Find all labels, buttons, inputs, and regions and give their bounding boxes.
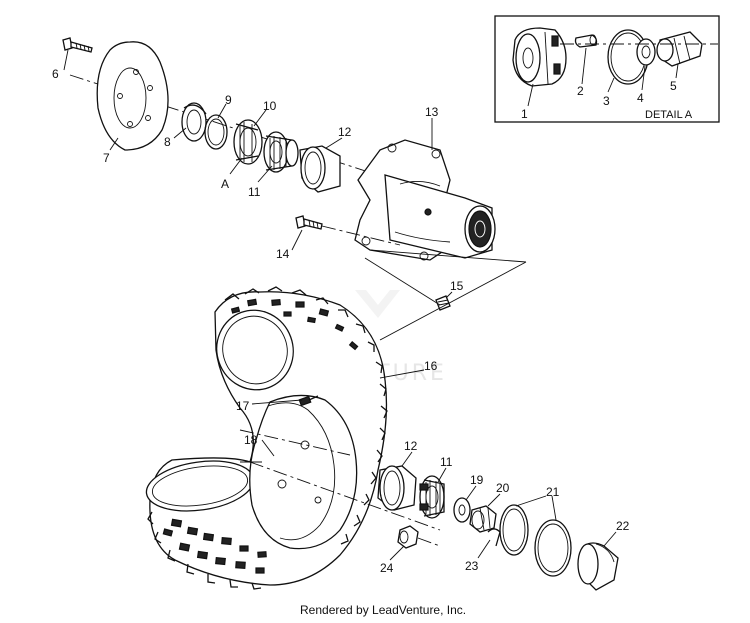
callout-21: 21: [546, 485, 560, 499]
part-14-bolt: [295, 215, 323, 230]
callout-13: 13: [425, 105, 439, 119]
detail-title: DETAIL A: [645, 109, 693, 121]
callout-22: 22: [616, 519, 630, 533]
part-13-hub: [354, 139, 496, 261]
part-11-bearing-lower: [419, 475, 445, 519]
detail-part-4: [636, 38, 656, 66]
callout-8: 8: [164, 135, 171, 149]
leader-lines: [63, 49, 617, 561]
callout-12-upper: 12: [338, 125, 352, 139]
hub-wheel-line-1: [369, 249, 527, 263]
callout-23: 23: [465, 559, 479, 573]
hub-wheel-line-2: [379, 261, 527, 341]
part-11-bearing-upper: [263, 131, 299, 173]
footer-credit: Rendered by LeadVenture, Inc.: [300, 603, 466, 617]
callout-19: 19: [470, 473, 484, 487]
callout-A: A: [221, 177, 229, 191]
part-17-valve-stem: [298, 395, 319, 407]
callout-9: 9: [225, 93, 232, 107]
part-21-orings: [499, 504, 572, 577]
part-10-bearing-cage: [233, 119, 263, 165]
watermark-logo: [355, 290, 400, 318]
detail-label-4: 4: [637, 91, 644, 105]
detail-label-3: 3: [603, 94, 610, 108]
callout-16: 16: [424, 359, 438, 373]
hub-stud-line: [364, 257, 441, 306]
part-23-cotter-pin: [487, 528, 501, 547]
part-19-washer: [453, 497, 471, 523]
bolt-14-axis: [321, 225, 401, 246]
detail-label-1: 1: [521, 107, 528, 121]
callout-11-upper: 11: [248, 185, 261, 199]
part-24-lug-nut: [397, 525, 419, 549]
part-8-seal: [181, 102, 207, 142]
detail-part-1: [512, 27, 567, 87]
lower-axis-line-b: [249, 461, 441, 531]
callout-15: 15: [450, 279, 464, 293]
callout-24: 24: [380, 561, 394, 575]
part-6-bolt: [62, 37, 93, 53]
callout-14: 14: [276, 247, 290, 261]
callout-11-lower: 11: [440, 455, 453, 469]
part-20-nut: [469, 505, 497, 533]
callout-18: 18: [244, 433, 258, 447]
part-22-hub-cap: [577, 542, 619, 591]
detail-label-5: 5: [670, 79, 677, 93]
lower-axis-line-a: [239, 429, 351, 456]
callout-12-lower: 12: [404, 439, 418, 453]
callout-20: 20: [496, 481, 510, 495]
detail-a-box: 1 2 3 4 5 DETAIL A: [494, 15, 720, 123]
detail-part-2: [574, 34, 598, 48]
part-18-rim: [249, 394, 358, 550]
part-7-brake-disc: [96, 41, 169, 151]
detail-label-2: 2: [577, 84, 584, 98]
callout-10: 10: [263, 99, 277, 113]
part-15-stud: [435, 295, 451, 311]
part-9-oring: [204, 114, 228, 150]
callout-6: 6: [52, 67, 59, 81]
part-12-bearing-cup-lower: [377, 465, 417, 511]
callout-17: 17: [236, 399, 250, 413]
lug-axis: [417, 537, 441, 547]
callout-7: 7: [103, 151, 110, 165]
part-12-bearing-cup-upper: [299, 145, 341, 193]
detail-part-5: [656, 31, 703, 67]
